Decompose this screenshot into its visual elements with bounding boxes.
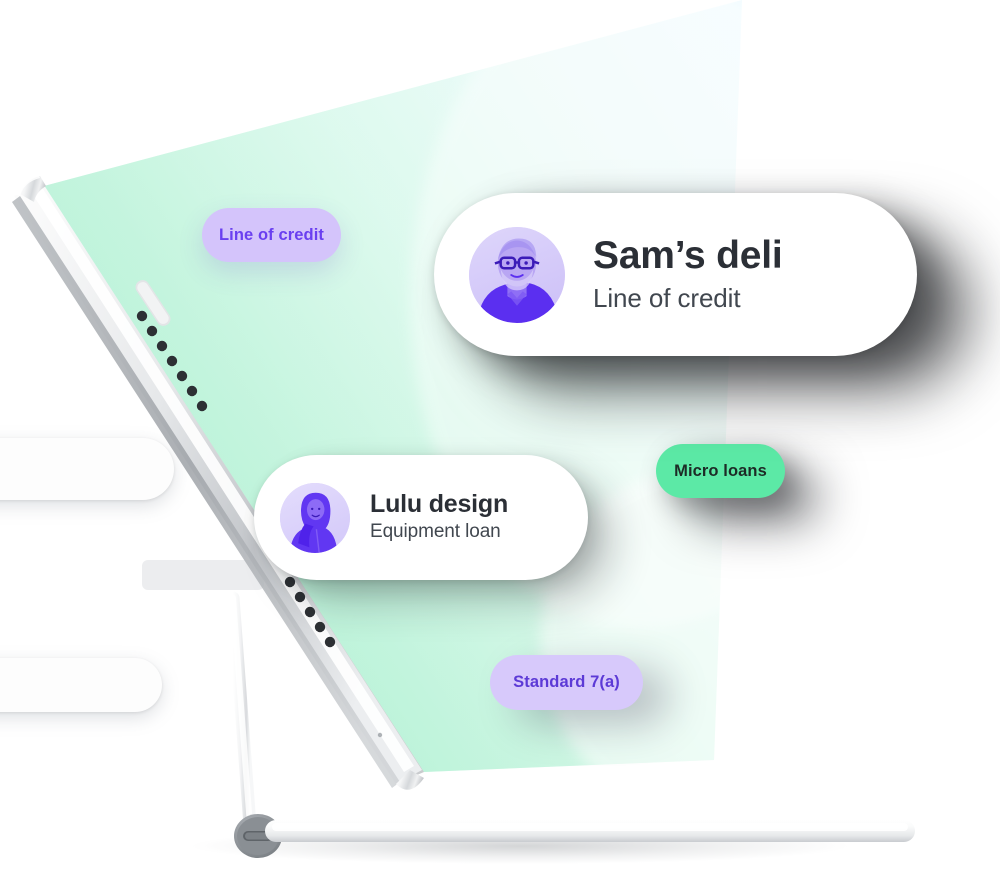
chip-standard-7a[interactable]: Standard 7(a) [490, 655, 643, 710]
placeholder-pill-top [0, 438, 174, 500]
card-sams-deli-business-name: Sam’s deli [593, 234, 783, 278]
avatar-lulu-design [280, 482, 350, 553]
stand-rear-arm [226, 591, 257, 833]
chip-micro-loans[interactable]: Micro loans [656, 444, 785, 498]
card-lulu-design-business-name: Lulu design [370, 489, 509, 518]
chip-line-of-credit[interactable]: Line of credit [202, 208, 341, 262]
card-lulu-design[interactable]: Lulu design Equipment loan [254, 455, 588, 580]
stand-base [265, 820, 915, 842]
chip-standard-7a-label: Standard 7(a) [513, 673, 620, 691]
chip-line-of-credit-label: Line of credit [219, 225, 324, 244]
card-sams-deli[interactable]: Sam’s deli Line of credit [434, 193, 917, 356]
port-dot [377, 732, 383, 738]
card-lulu-design-product: Equipment loan [370, 521, 501, 543]
power-button [135, 280, 171, 326]
speaker-grille [136, 310, 208, 412]
card-sams-deli-product: Line of credit [593, 282, 741, 313]
tablet-left-edge [12, 172, 424, 790]
placeholder-pill-bottom [0, 658, 162, 712]
avatar-sams-deli [469, 226, 565, 323]
chip-micro-loans-label: Micro loans [674, 461, 767, 480]
speaker-grille-lower [284, 576, 336, 648]
card-lulu-design-meta: Lulu design Equipment loan [370, 491, 508, 544]
card-sams-deli-meta: Sam’s deli Line of credit [593, 234, 783, 314]
placeholder-bar-mid [142, 560, 264, 590]
